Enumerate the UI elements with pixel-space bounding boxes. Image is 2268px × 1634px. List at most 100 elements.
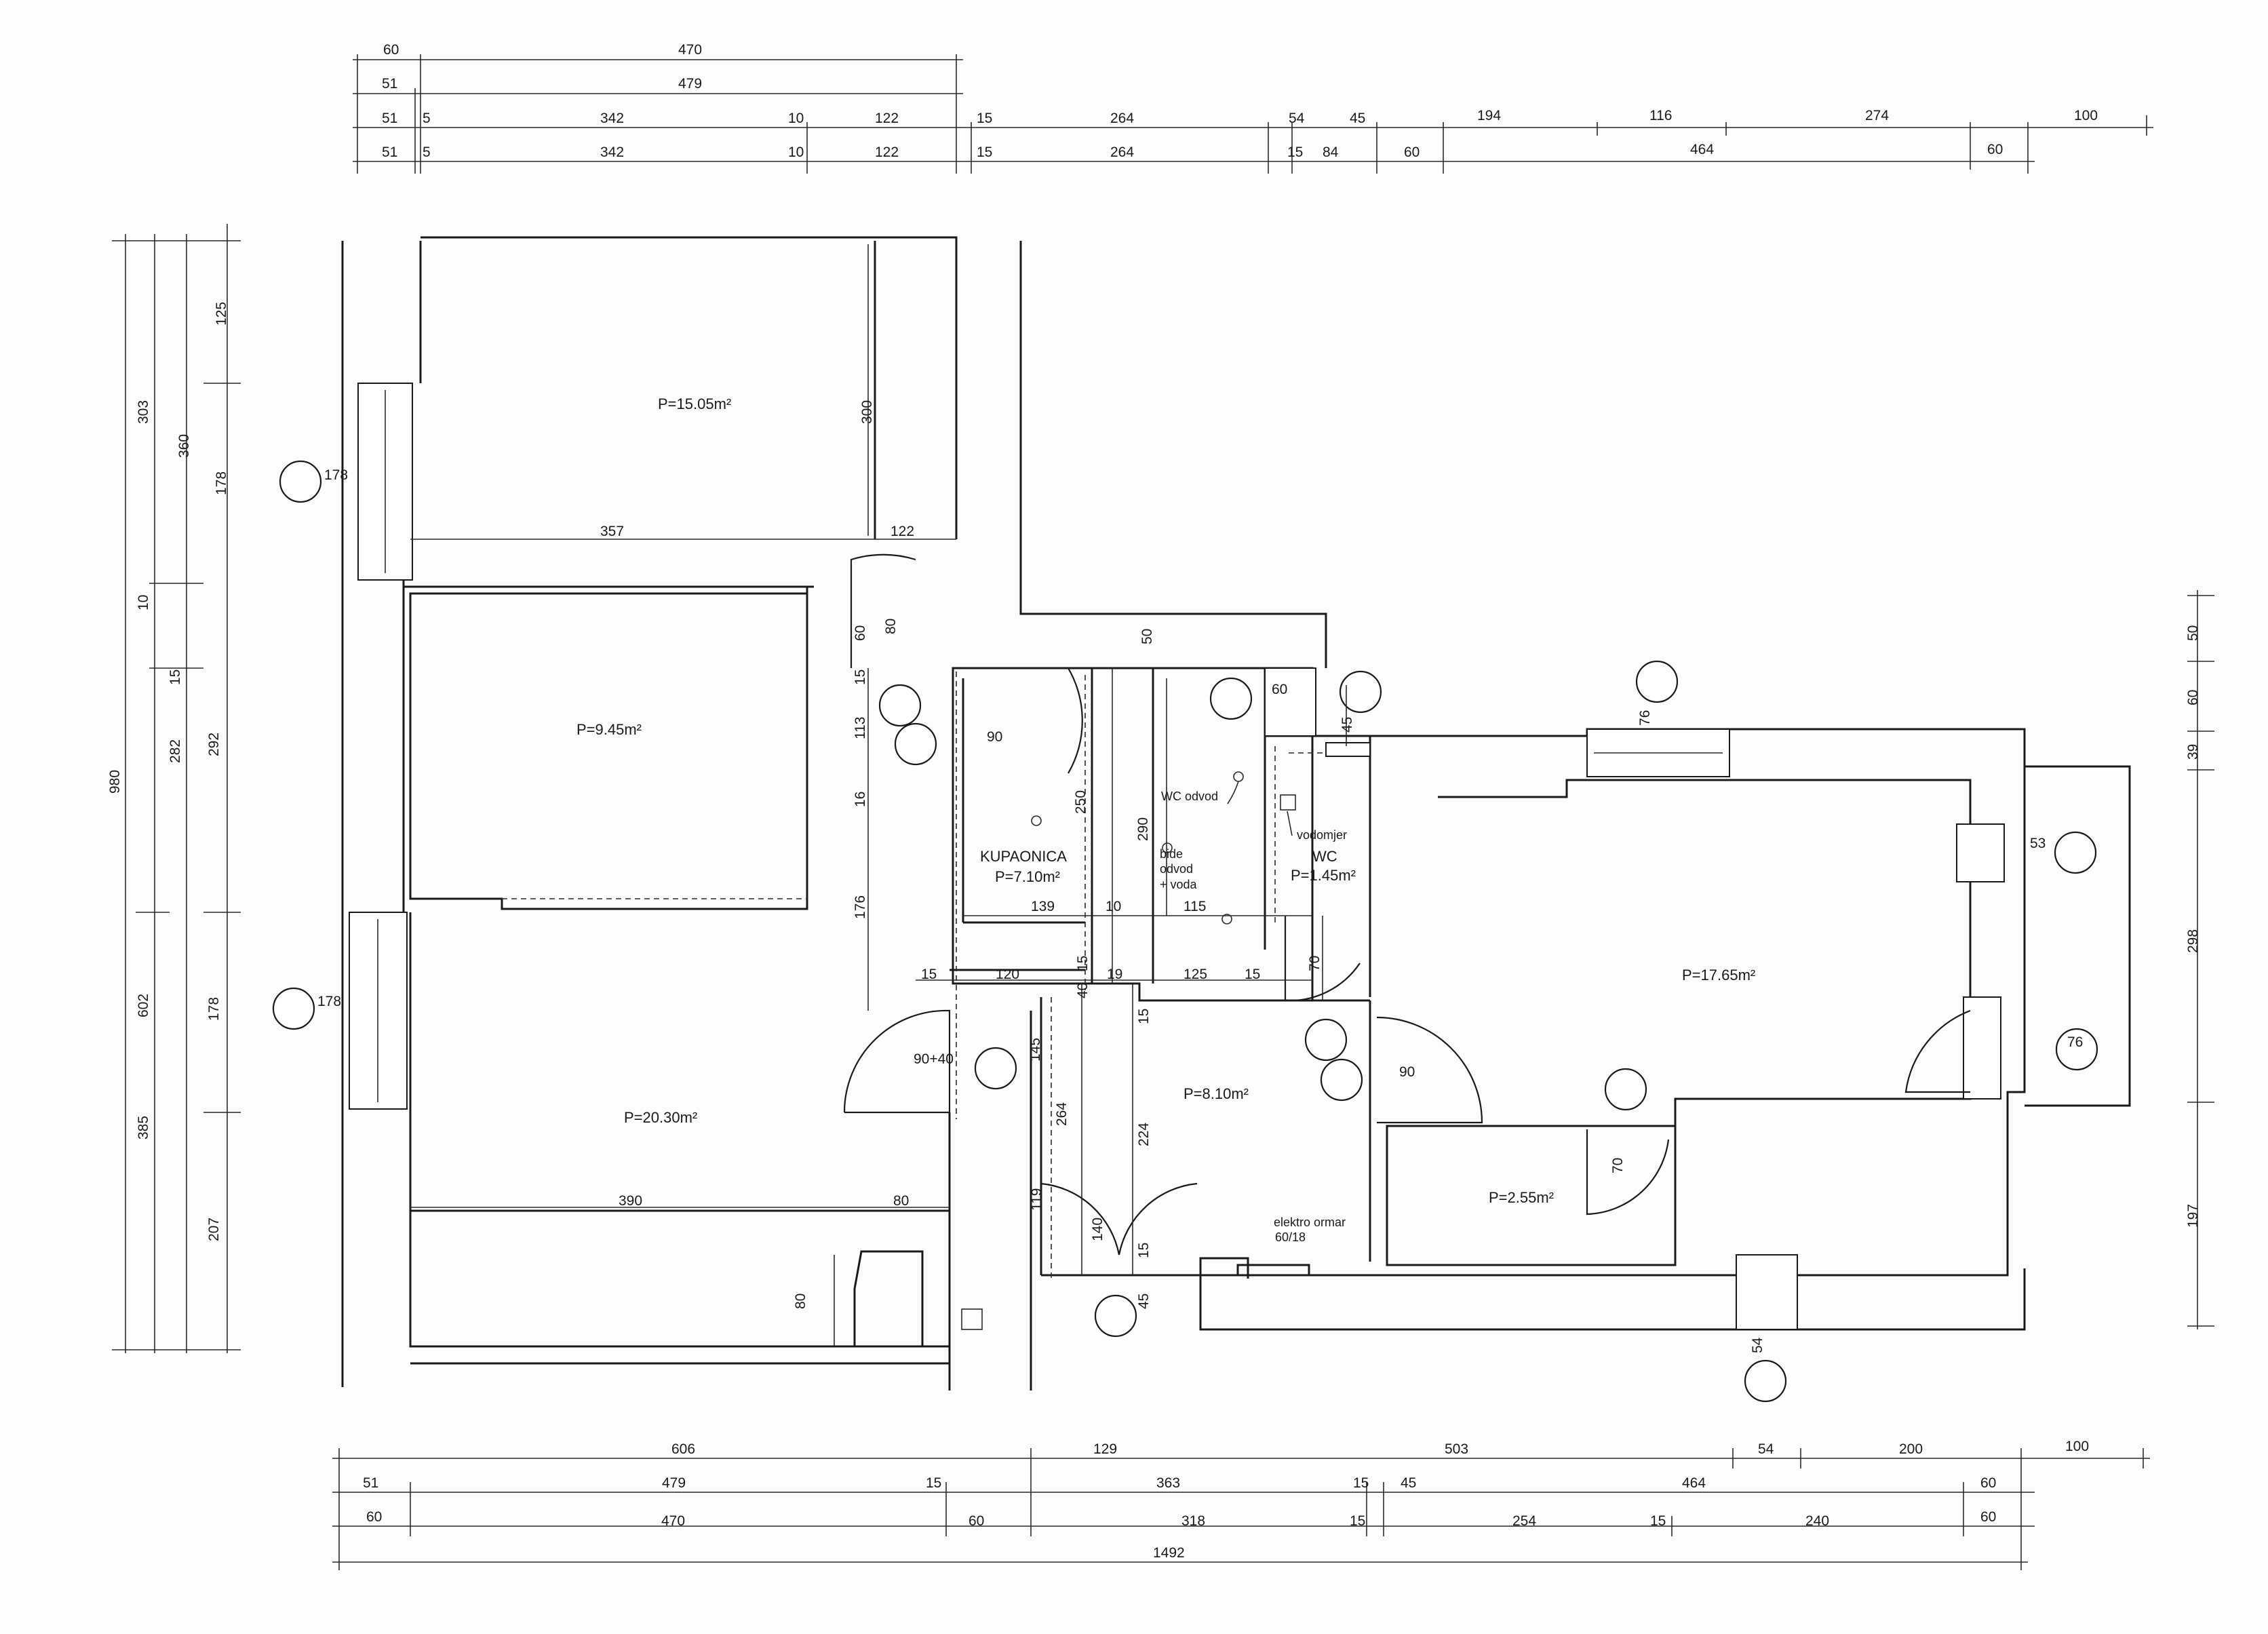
dim-text: 15 (1650, 1513, 1666, 1529)
dim-text: 194 (1477, 108, 1501, 123)
windows (349, 383, 2005, 1330)
left-dimension-labels: 980 385 602 207 178 292 15 282 10 303 12… (107, 302, 229, 1241)
dim-text: 360 (176, 434, 192, 458)
dim-text: 51 (382, 111, 397, 126)
dim-text: 50 (2185, 625, 2201, 641)
dim-text: 240 (1805, 1513, 1829, 1529)
dim-text: 139 (1031, 899, 1055, 914)
dim-text: 178 (324, 467, 348, 483)
dim-text: 15 (1136, 1243, 1152, 1258)
dim-text: 15 (1353, 1475, 1369, 1491)
dim-text: 60 (969, 1513, 984, 1529)
dim-text: 15 (853, 669, 868, 685)
dim-text: 140 (1090, 1218, 1106, 1241)
dim-text: 60 (1980, 1475, 1996, 1491)
dim-text: 15 (977, 111, 992, 126)
dim-text: 200 (1899, 1441, 1923, 1457)
window-bottom-right (1736, 1254, 1798, 1330)
dim-text: 16 (853, 792, 868, 807)
dim-text: 80 (793, 1293, 808, 1309)
dim-text: 45 (1401, 1475, 1416, 1491)
dim-text: 250 (1073, 790, 1089, 814)
ref-circle (1339, 670, 1382, 714)
dim-text: 606 (671, 1441, 695, 1457)
dim-text: 5 (423, 144, 431, 160)
dim-text: 115 (1184, 899, 1206, 914)
walls (341, 236, 2131, 1390)
dim-text: 51 (382, 76, 397, 92)
ref-circle (878, 684, 922, 727)
dim-text: 176 (853, 895, 868, 919)
dashed-lines (502, 672, 1329, 1282)
dim-text: 40 (1075, 983, 1091, 998)
dim-text: 53 (2030, 836, 2046, 851)
dim-text: 10 (136, 595, 151, 610)
room-area-20-30: P=20.30m² (624, 1109, 697, 1126)
dim-text: 15 (977, 144, 992, 160)
door-swing-right-room (1376, 1016, 1483, 1124)
dim-text: 54 (1750, 1337, 1765, 1353)
label-wc-odvod: WC odvod (1161, 790, 1218, 803)
dim-text: 145 (1028, 1038, 1043, 1062)
ref-circle (2055, 1028, 2098, 1071)
dim-text: 15 (926, 1475, 941, 1491)
dim-text: 50 (1139, 629, 1155, 644)
dim-text: 254 (1512, 1513, 1536, 1529)
dim-text: 80 (883, 619, 899, 634)
room-area-17-65: P=17.65m² (1682, 967, 1755, 984)
dim-text: 113 (853, 717, 868, 739)
bottom-dimension-chains (332, 1448, 2150, 1570)
dim-text: 100 (2074, 108, 2098, 123)
ref-circle (1304, 1018, 1348, 1062)
dim-text: 90+40 (914, 1051, 954, 1067)
dim-text: 122 (891, 524, 914, 539)
window-balcony-upper (1956, 823, 2005, 882)
door-swing-upper (850, 553, 916, 668)
dim-text: 120 (996, 967, 1019, 982)
dim-text: 15 (1245, 967, 1260, 982)
door-swing-entry (843, 1009, 951, 1114)
label-bide: bide (1160, 847, 1183, 861)
ref-circle (894, 722, 937, 766)
dim-text: 298 (2185, 929, 2201, 953)
dim-text: 80 (893, 1193, 909, 1209)
dim-text: 300 (859, 400, 875, 424)
dim-text: 116 (1649, 108, 1672, 123)
dim-text: 125 (214, 302, 229, 326)
dim-text: 39 (2185, 744, 2201, 760)
dim-text: 178 (206, 997, 222, 1021)
room-area-wc: P=1.45m² (1291, 867, 1356, 884)
dim-text: 479 (662, 1475, 686, 1491)
ref-circle (279, 460, 322, 503)
dim-text: 54 (1758, 1441, 1774, 1457)
door-swing-kupaonica (963, 667, 1083, 774)
dim-text: 470 (661, 1513, 685, 1529)
room-name-kupaonica: KUPAONICA (980, 848, 1067, 865)
dim-text: 60 (1272, 682, 1287, 697)
top-dimension-chains (353, 54, 2153, 174)
right-dimension-labels: 50 60 39 298 197 (2185, 625, 2201, 1228)
dim-text: 51 (382, 144, 397, 160)
dim-text: 90 (987, 729, 1002, 745)
dim-text: 342 (600, 111, 624, 126)
ref-circle (1604, 1068, 1647, 1111)
dim-text: 464 (1690, 142, 1714, 157)
dim-text: 15 (921, 967, 937, 982)
dim-text: 119 (1029, 1188, 1044, 1211)
label-bide-odvod: odvod (1160, 862, 1193, 876)
dim-text: 1492 (1153, 1545, 1185, 1561)
dim-text: 385 (136, 1116, 151, 1140)
left-dimension-chains (112, 224, 241, 1353)
ref-circle (272, 987, 315, 1030)
ref-circle (1635, 660, 1679, 703)
door-swing-balcony (1904, 1009, 1971, 1093)
dim-text: 363 (1156, 1475, 1180, 1491)
window-balcony-lower (1963, 996, 2001, 1100)
dim-text: 45 (1340, 717, 1355, 733)
dim-text: 19 (1107, 967, 1122, 982)
label-bide-voda: + voda (1160, 878, 1198, 891)
interior-dimension-labels: 300 357 122 80 60 15 113 16 176 90 250 2… (317, 400, 2083, 1353)
dim-text: 274 (1865, 108, 1889, 123)
room-labels: P=15.05m² P=9.45m² P=20.30m² KUPAONICA P… (576, 395, 1755, 1206)
